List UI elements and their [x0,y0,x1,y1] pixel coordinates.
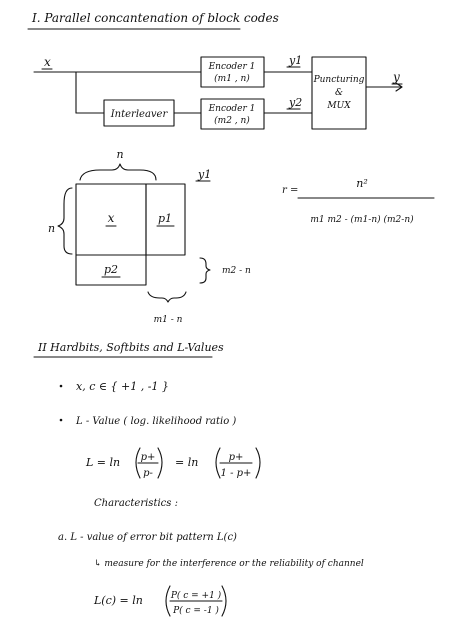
formula-frac1-num: p+ [141,452,156,463]
encoder2-line2: (m2 , n) [214,115,250,126]
bullet2-text: L - Value ( log. likelihood ratio ) [75,416,236,427]
formula2-lhs: L(c) = ln [93,594,143,607]
matrix-bottom-brace [147,291,187,303]
matrix-cell-p2: p2 [104,263,118,276]
encoder1-line1: Encoder 1 [208,62,256,72]
puncturing-mux-box [311,56,367,130]
matrix-cell-p1: p1 [158,212,172,225]
mux-line3: MUX [326,101,351,111]
formula-frac2-den: 1 - p+ [221,468,252,479]
formula-paren-open-2 [215,447,221,479]
formula-frac2-num: p+ [229,452,244,463]
matrix-top-n-label: n [116,148,123,161]
formula-lhs: L = ln [85,456,120,469]
formula-paren-close-2 [255,447,261,479]
section1-title: I. Parallel concantenation of block code… [31,11,279,25]
input-x-label: x [44,55,51,69]
interleaver-label: Interleaver [110,109,169,120]
rate-denominator: m1 m2 - (m1-n) (m2-n) [310,214,414,225]
bullet1-text: x, c ∈ { +1 , -1 } [76,380,169,393]
formula-mid: = ln [175,456,198,469]
matrix-p1-block [145,183,186,256]
matrix-top-brace [79,163,157,181]
item-a-sub-text: ↳ measure for the interference or the re… [94,559,364,569]
section2-title: II Hardbits, Softbits and L-Values [37,341,224,354]
mux-line1: Puncturing [313,75,365,85]
rate-prefix: r = [282,185,298,196]
output-y1-label: y1 [288,54,302,67]
matrix-cell-x: x [108,211,115,225]
formula-paren-close-1 [157,447,163,479]
matrix-y1-label: y1 [197,168,211,181]
characteristics-label: Characteristics : [94,498,178,509]
formula2-paren-close [221,585,227,617]
matrix-bottom-label: m1 - n [154,315,183,325]
matrix-p2-block [75,254,147,286]
matrix-right-label: m2 - n [222,266,251,276]
bullet-dot-1 [59,384,63,388]
matrix-right-brace [199,257,211,284]
matrix-left-brace [57,187,73,255]
encoder1-line2: (m1 , n) [214,73,250,84]
mux-line2: & [335,88,343,98]
bullet-dot-2 [59,418,63,422]
output-y-label: y [392,70,400,84]
encoder2-line1: Encoder 1 [208,104,256,114]
output-y2-label: y2 [288,96,302,109]
formula-frac1-den: p- [143,468,153,479]
item-a-text: a. L - value of error bit pattern L(c) [58,532,237,543]
rate-numerator: n² [356,177,368,190]
formula-paren-open-1 [135,447,141,479]
formula2-num: P( c = +1 ) [170,590,222,601]
encoder2-box [200,98,265,130]
matrix-left-n-label: n [48,222,55,235]
formula2-den: P( c = -1 ) [172,605,219,616]
formula2-paren-open [165,585,171,617]
